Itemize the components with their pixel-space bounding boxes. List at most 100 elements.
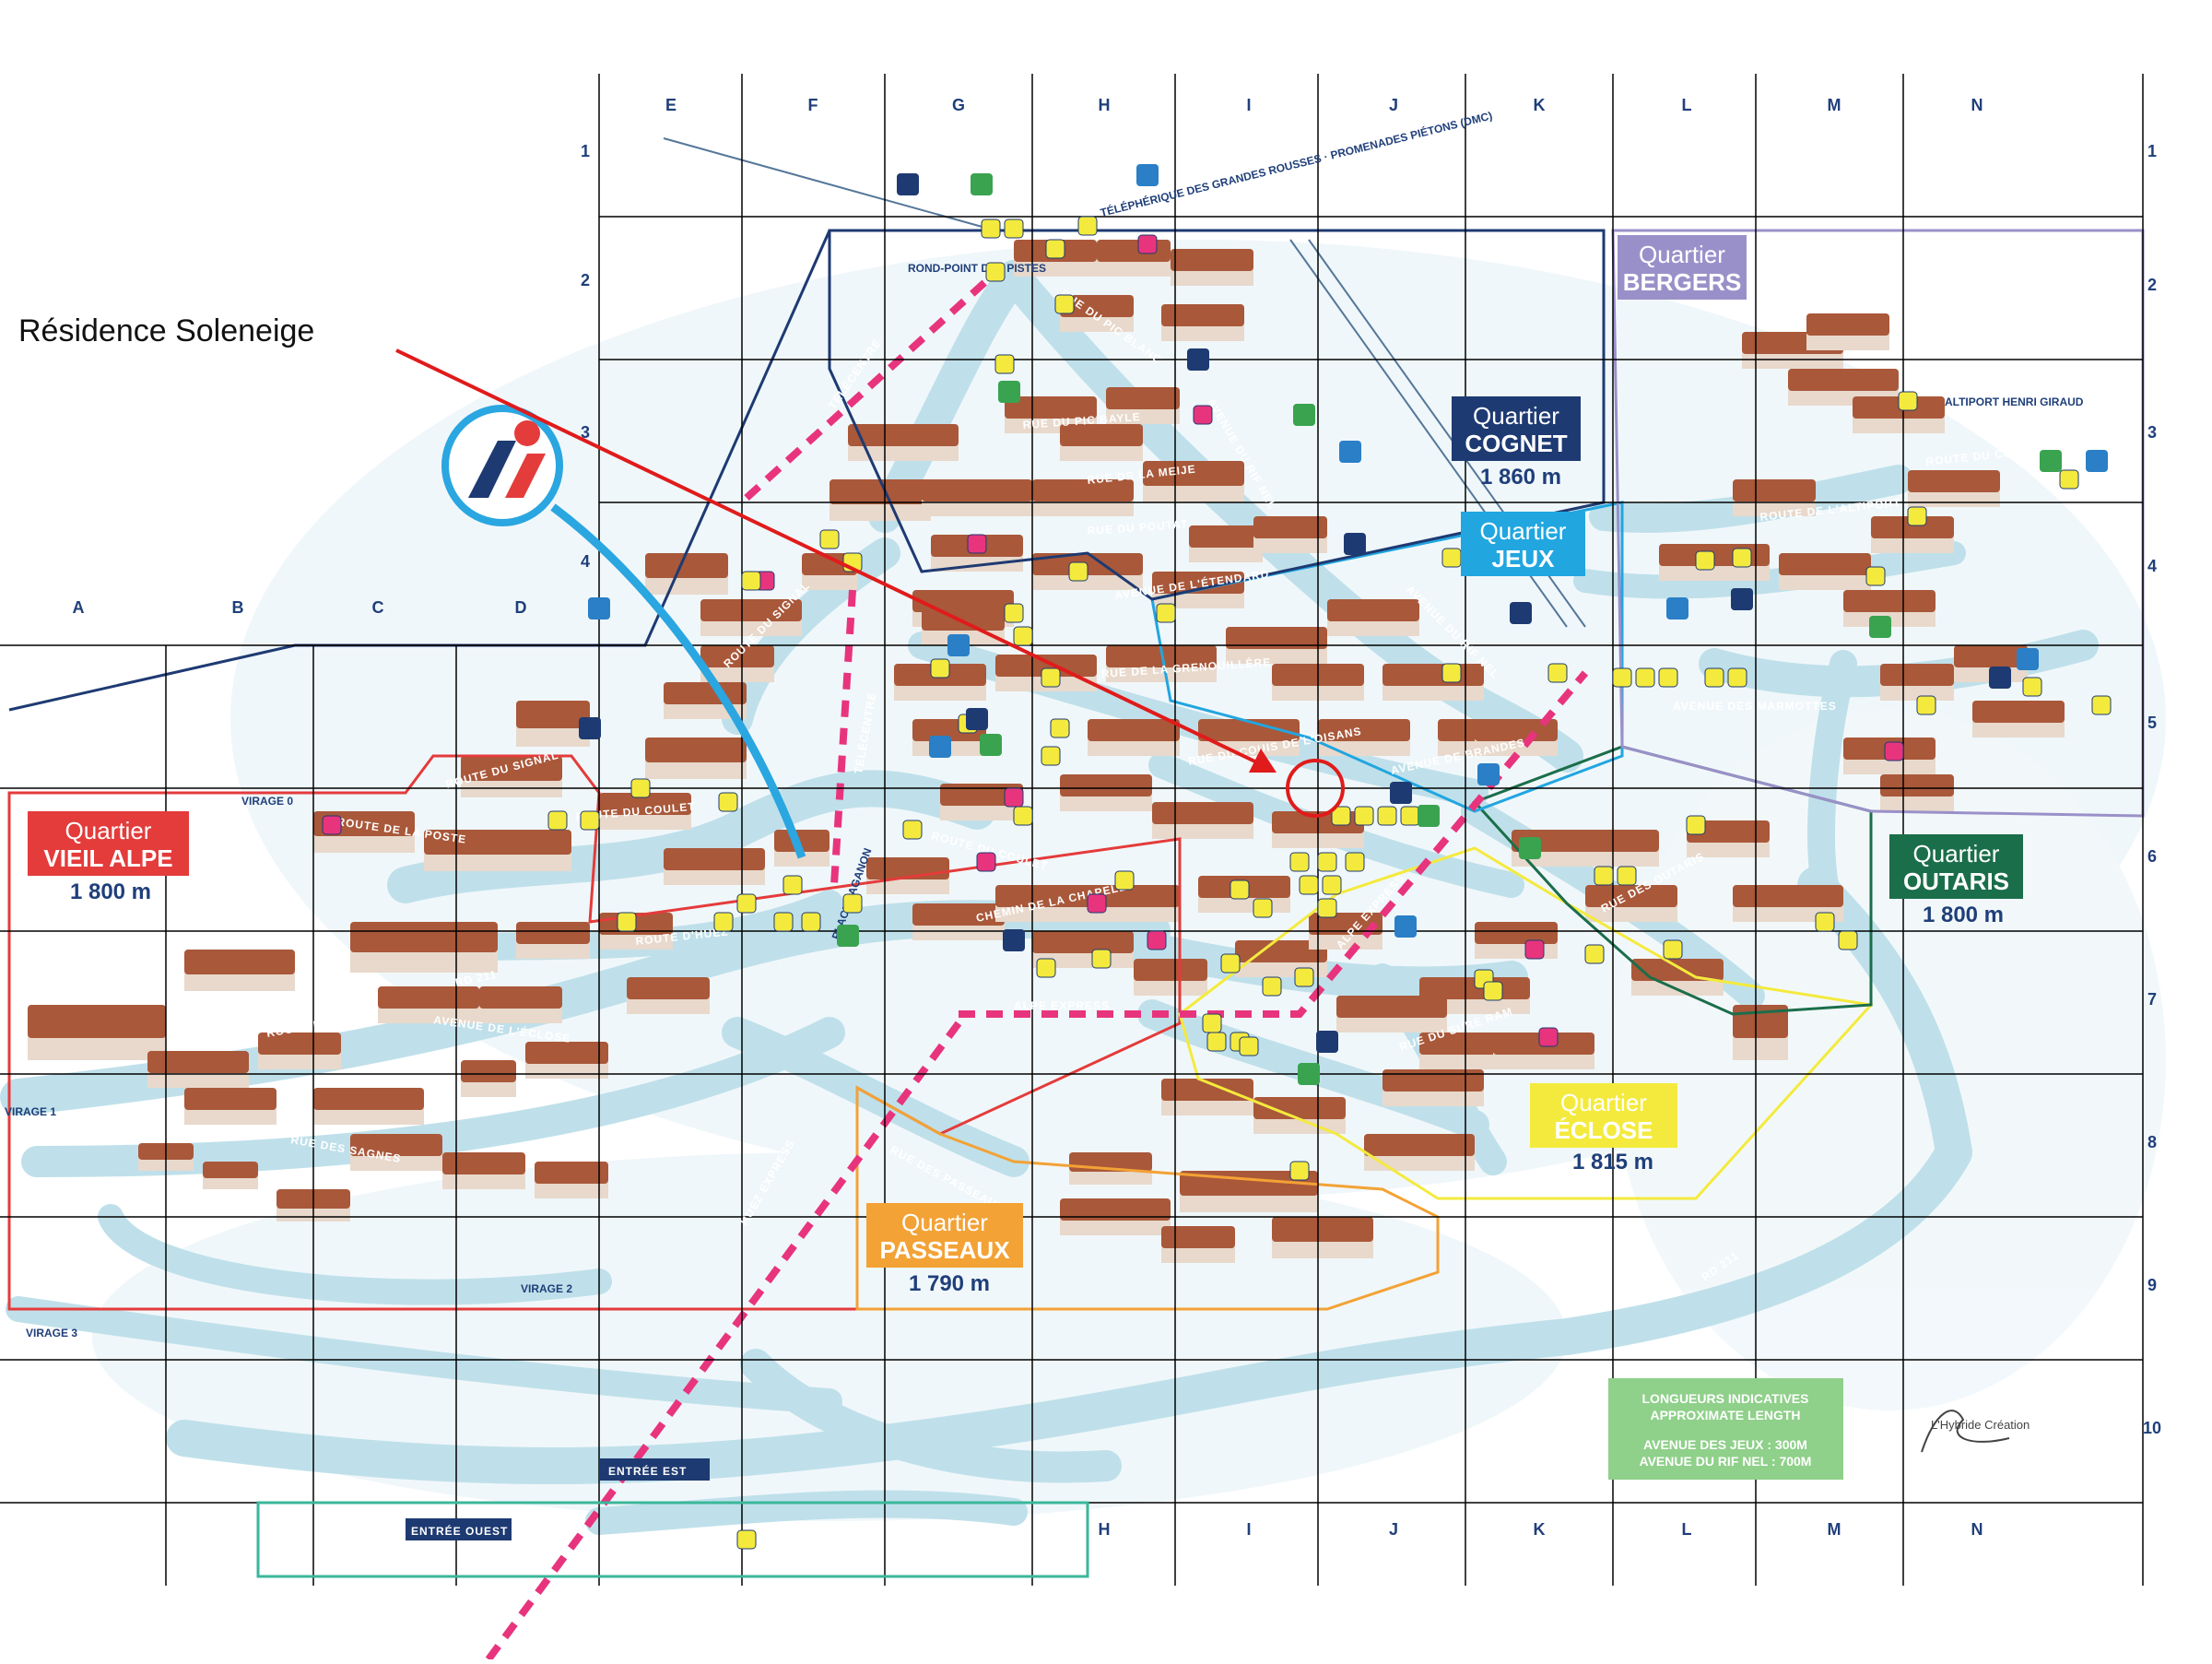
- poi-marker: [630, 778, 651, 798]
- building-roof: [1171, 249, 1253, 271]
- building-roof: [1235, 940, 1327, 962]
- residence-marker-circle: [1286, 759, 1345, 818]
- building-roof: [1733, 479, 1816, 502]
- building-roof: [1106, 387, 1180, 409]
- entries: ENTRÉE EST ENTRÉE OUEST: [256, 1458, 1089, 1578]
- credit-logo: L'Hybride Création: [1921, 1410, 2030, 1453]
- building-wall: [645, 760, 747, 779]
- poi-marker: [2091, 695, 2112, 715]
- building-wall: [1733, 500, 1816, 516]
- outline-bergers: [1611, 229, 2145, 818]
- ski-lifts: [485, 278, 1589, 1662]
- building-roof: [1161, 1079, 1253, 1101]
- building-roof: [184, 1088, 276, 1110]
- poi-marker: [1050, 718, 1070, 738]
- grid-row-left-3: 3: [581, 423, 590, 442]
- building-wall: [664, 868, 765, 885]
- building-wall: [1880, 795, 1954, 811]
- poi-marker: [1441, 548, 1462, 568]
- poi-marker: [1317, 898, 1337, 918]
- building-wall: [1853, 417, 1945, 433]
- building-wall: [516, 726, 590, 747]
- virage-0: VIRAGE 0: [241, 795, 293, 808]
- building-wall: [1189, 546, 1263, 562]
- poi-marker: [1299, 875, 1319, 895]
- poi-marker: [736, 1529, 757, 1550]
- building-wall: [1253, 537, 1327, 553]
- poi-marker: [1137, 234, 1158, 254]
- grid-row-left-1: 1: [581, 142, 590, 160]
- service-icon: [980, 734, 1002, 756]
- building-wall: [1631, 979, 1724, 996]
- building-roof: [1253, 1097, 1346, 1119]
- building-wall: [1152, 822, 1253, 839]
- poi-marker: [1041, 667, 1061, 688]
- building-roof: [535, 1162, 608, 1184]
- building-wall: [1779, 573, 1871, 590]
- building-wall: [1908, 490, 2000, 507]
- service-icon: [1418, 805, 1440, 827]
- poi-marker: [1220, 953, 1241, 974]
- service-icon: [588, 597, 610, 620]
- building-roof: [516, 922, 590, 944]
- building-wall: [1512, 850, 1659, 867]
- building-roof: [1419, 1033, 1502, 1055]
- district-badge-jeux: [1461, 512, 1585, 576]
- building-roof: [1972, 701, 2065, 723]
- building-roof: [461, 756, 562, 781]
- building-roof: [1032, 479, 1134, 502]
- building-roof: [1475, 922, 1558, 944]
- service-icon: [929, 736, 951, 758]
- building-roof: [1198, 719, 1300, 741]
- building-roof: [184, 950, 295, 974]
- district-title-bergers: Quartier: [1639, 241, 1725, 268]
- grid-col-left-B: B: [232, 598, 244, 617]
- poi-marker: [1041, 746, 1061, 766]
- lengths-line4: AVENUE DU RIF NEL : 700M: [1640, 1454, 1812, 1469]
- poi-marker: [1013, 806, 1033, 826]
- annotation-arrow-line: [395, 348, 1264, 767]
- poi-marker: [1617, 866, 1637, 886]
- lift-huez-express: [485, 1021, 962, 1662]
- district-badge-outaris: [1889, 834, 2023, 899]
- building-roof: [912, 590, 1014, 612]
- building-roof: [1806, 313, 1889, 336]
- poi-marker: [976, 852, 996, 872]
- road-avenue-marmottes: AVENUE DES MARMOTTES: [1673, 700, 1837, 713]
- building-roof: [1954, 645, 2028, 667]
- building-roof: [424, 830, 571, 855]
- poi-marker: [1658, 667, 1678, 688]
- grid-col-top-L: L: [1682, 96, 1692, 114]
- building-roof: [203, 1162, 258, 1178]
- grid-col-top-M: M: [1828, 96, 1841, 114]
- virage-labels: VIRAGE 0 VIRAGE 1 VIRAGE 2 VIRAGE 3: [5, 795, 572, 1339]
- building-wall: [1309, 933, 1382, 950]
- building-wall: [1880, 684, 1954, 701]
- building-roof: [922, 608, 1005, 631]
- grid-col-bottom-L: L: [1682, 1520, 1692, 1539]
- building-roof: [848, 424, 959, 446]
- building-wall: [940, 804, 1023, 820]
- building-wall: [1014, 260, 1097, 277]
- poi-marker: [842, 893, 863, 914]
- building-wall: [1180, 1193, 1318, 1212]
- poi-marker: [1230, 879, 1250, 900]
- poi-marker: [1054, 294, 1075, 314]
- building-wall: [1198, 739, 1300, 756]
- building-wall: [424, 852, 571, 871]
- building-roof: [1908, 470, 2000, 492]
- poi-marker: [1087, 893, 1107, 914]
- building-wall: [1382, 1090, 1484, 1106]
- residence-annotation: Résidence Soleneige: [18, 313, 1345, 818]
- credit-text: L'Hybride Création: [1931, 1418, 2030, 1432]
- lengths-box: LONGUEURS INDICATIVES APPROXIMATE LENGTH…: [1608, 1378, 1843, 1480]
- service-icon: [1477, 763, 1500, 785]
- lift-vertical: [830, 589, 856, 886]
- grid-col-top-H: H: [1099, 96, 1111, 114]
- grid-col-top-J: J: [1389, 96, 1398, 114]
- building-wall: [1106, 407, 1180, 424]
- building-wall: [645, 575, 728, 595]
- building-wall: [1419, 1053, 1502, 1069]
- district-altitude-eclose: 1 815 m: [1572, 1150, 1653, 1174]
